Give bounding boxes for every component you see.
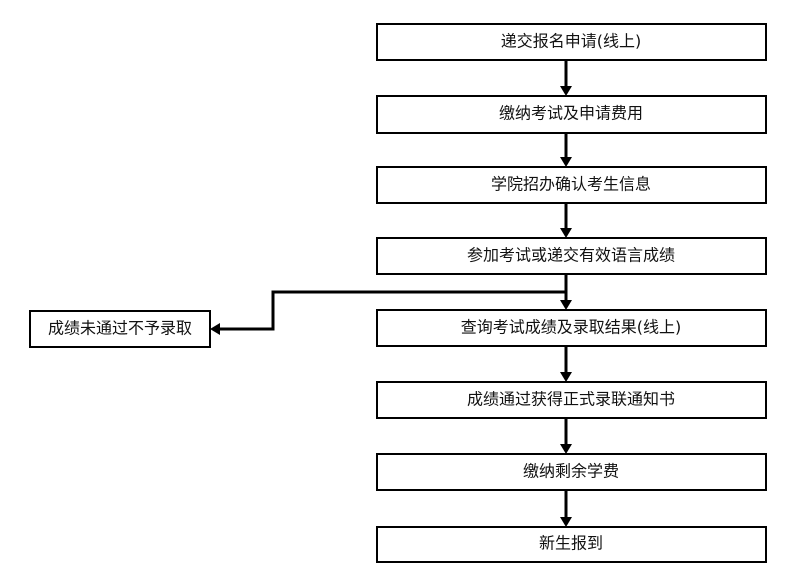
step-label-6: 成绩通过获得正式录联通知书 [467, 390, 675, 409]
step-label-7: 缴纳剩余学费 [523, 462, 619, 481]
step-box-2: 缴纳考试及申请费用 [376, 95, 767, 134]
step-label-8: 新生报到 [539, 534, 603, 553]
rejection-connector [220, 290, 566, 331]
arrowhead-4-5 [560, 300, 572, 310]
rejection-arrowhead [210, 323, 220, 335]
arrowhead-6-7 [560, 444, 572, 454]
step-box-8: 新生报到 [376, 526, 767, 563]
main-flow-connectors [560, 60, 572, 527]
rejection-box: 成绩未通过不予录取 [29, 310, 211, 348]
arrowhead-7-8 [560, 517, 572, 527]
step-label-1: 递交报名申请(线上) [501, 32, 642, 51]
step-box-3: 学院招办确认考生信息 [376, 166, 767, 204]
step-label-5: 查询考试成绩及录取结果(线上) [461, 318, 682, 337]
step-box-6: 成绩通过获得正式录联通知书 [376, 381, 767, 419]
arrowhead-2-3 [560, 157, 572, 167]
rejection-branch [210, 290, 566, 335]
step-label-4: 参加考试或递交有效语言成绩 [467, 246, 675, 265]
arrowhead-3-4 [560, 228, 572, 238]
step-label-2: 缴纳考试及申请费用 [499, 104, 643, 123]
arrowhead-5-6 [560, 372, 572, 382]
step-box-1: 递交报名申请(线上) [376, 23, 767, 61]
arrowhead-1-2 [560, 86, 572, 96]
step-box-4: 参加考试或递交有效语言成绩 [376, 237, 767, 275]
step-label-3: 学院招办确认考生信息 [491, 175, 651, 194]
step-box-5: 查询考试成绩及录取结果(线上) [376, 309, 767, 347]
step-box-7: 缴纳剩余学费 [376, 453, 767, 491]
rejection-label: 成绩未通过不予录取 [48, 319, 192, 338]
